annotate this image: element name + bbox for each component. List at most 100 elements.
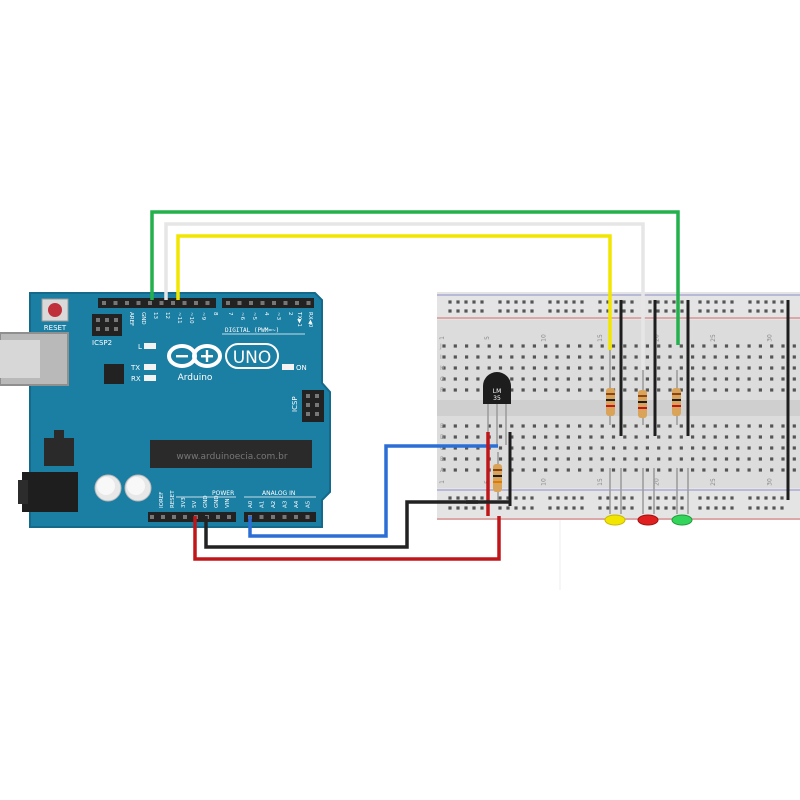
header-hole[interactable] — [283, 301, 288, 305]
breadboard-hole — [510, 457, 514, 461]
icsp-pin — [306, 403, 310, 407]
header-hole[interactable] — [159, 301, 164, 305]
breadboard-hole — [465, 446, 469, 450]
header-hole[interactable] — [172, 515, 176, 519]
breadboard-hole — [589, 344, 593, 348]
rail-hole — [506, 496, 510, 500]
breadboard-hole — [611, 457, 616, 461]
header-hole[interactable] — [271, 515, 275, 519]
breadboard-hole — [589, 377, 593, 381]
breadboard-hole — [623, 366, 627, 370]
breadboard-hole — [736, 366, 740, 370]
rail-hole — [480, 309, 484, 313]
breadboard-hole — [770, 366, 774, 370]
rail-hole — [480, 300, 484, 304]
header-hole[interactable] — [113, 301, 118, 305]
breadboard-hole — [679, 377, 683, 381]
reset-button-cap[interactable] — [48, 303, 62, 317]
header-hole[interactable] — [237, 301, 242, 305]
breadboard-hole — [555, 366, 559, 370]
row-letter: I — [440, 354, 442, 361]
rail-hole — [580, 309, 584, 313]
breadboard-hole — [465, 366, 469, 370]
breadboard-hole — [600, 446, 604, 450]
header-hole[interactable] — [125, 301, 129, 305]
header-hole[interactable] — [306, 301, 311, 305]
rail-hole — [472, 496, 476, 500]
rail-hole — [556, 496, 560, 500]
breadboard-hole — [453, 424, 457, 428]
rail-hole — [556, 300, 560, 304]
breadboard-hole — [566, 355, 570, 359]
breadboard-hole — [691, 355, 695, 359]
rail-hole — [464, 506, 468, 510]
header-hole[interactable] — [259, 515, 264, 519]
header-hole[interactable] — [205, 301, 210, 305]
power-pin-label: VIN — [225, 499, 231, 509]
breadboard-hole — [498, 355, 503, 359]
breadboard-hole — [532, 457, 536, 461]
header-hole[interactable] — [216, 515, 220, 519]
breadboard-hole — [792, 355, 796, 359]
header-hole[interactable] — [282, 515, 287, 519]
breadboard-hole — [532, 446, 536, 450]
header-hole[interactable] — [194, 301, 198, 305]
rail-hole — [606, 300, 610, 304]
breadboard-hole — [645, 355, 649, 359]
breadboard-hole — [713, 435, 717, 439]
rail-hole — [522, 300, 526, 304]
header-hole[interactable] — [227, 515, 231, 519]
breadboard-hole — [611, 366, 616, 370]
header-hole[interactable] — [183, 515, 187, 519]
breadboard-hole — [713, 355, 717, 359]
rail-hole — [772, 496, 776, 500]
logo-loop-right — [192, 344, 222, 368]
breadboard-hole — [510, 388, 514, 392]
resistor-1-band — [606, 393, 615, 395]
breadboard-hole — [713, 457, 717, 461]
header-hole[interactable] — [295, 301, 299, 305]
header-hole[interactable] — [294, 515, 298, 519]
breadboard-hole — [792, 366, 796, 370]
power-pin-label: GND — [203, 495, 209, 508]
header-hole[interactable] — [182, 301, 187, 305]
rail-hole — [572, 496, 576, 500]
header-hole[interactable] — [148, 301, 152, 305]
breadboard-hole — [792, 457, 796, 461]
breadboard-hole — [668, 377, 672, 381]
breadboard-hole — [736, 388, 740, 392]
analog-header — [244, 512, 316, 522]
sensor-resistor-body — [493, 464, 502, 492]
header-hole[interactable] — [272, 301, 276, 305]
header-hole[interactable] — [136, 301, 141, 305]
breadboard-hole — [521, 468, 525, 472]
rail-hole — [722, 496, 726, 500]
header-hole[interactable] — [260, 301, 265, 305]
header-hole[interactable] — [161, 515, 165, 519]
breadboard-hole — [600, 468, 604, 472]
icsp2-header — [92, 314, 122, 336]
breadboard-hole — [634, 446, 638, 450]
power-label: POWER — [212, 490, 234, 497]
breadboard-hole — [724, 344, 729, 348]
lm35-label-1: LM — [493, 388, 502, 395]
breadboard-hole — [600, 388, 604, 392]
rail-hole — [572, 506, 576, 510]
breadboard-hole — [611, 355, 616, 359]
header-hole[interactable] — [305, 515, 310, 519]
header-hole[interactable] — [226, 301, 230, 305]
usb-chip — [104, 364, 124, 384]
analog-pin-label: A3 — [283, 500, 289, 508]
header-hole[interactable] — [102, 301, 106, 305]
breadboard-hole — [566, 435, 570, 439]
header-hole[interactable] — [150, 515, 154, 519]
header-hole[interactable] — [171, 301, 175, 305]
breadboard-hole — [724, 355, 729, 359]
header-hole[interactable] — [249, 301, 253, 305]
rail-hole — [730, 300, 734, 304]
rail-hole — [514, 506, 518, 510]
icsp2-pin — [105, 318, 109, 322]
breadboard-hole — [792, 344, 796, 348]
digital-header-left — [98, 298, 216, 308]
